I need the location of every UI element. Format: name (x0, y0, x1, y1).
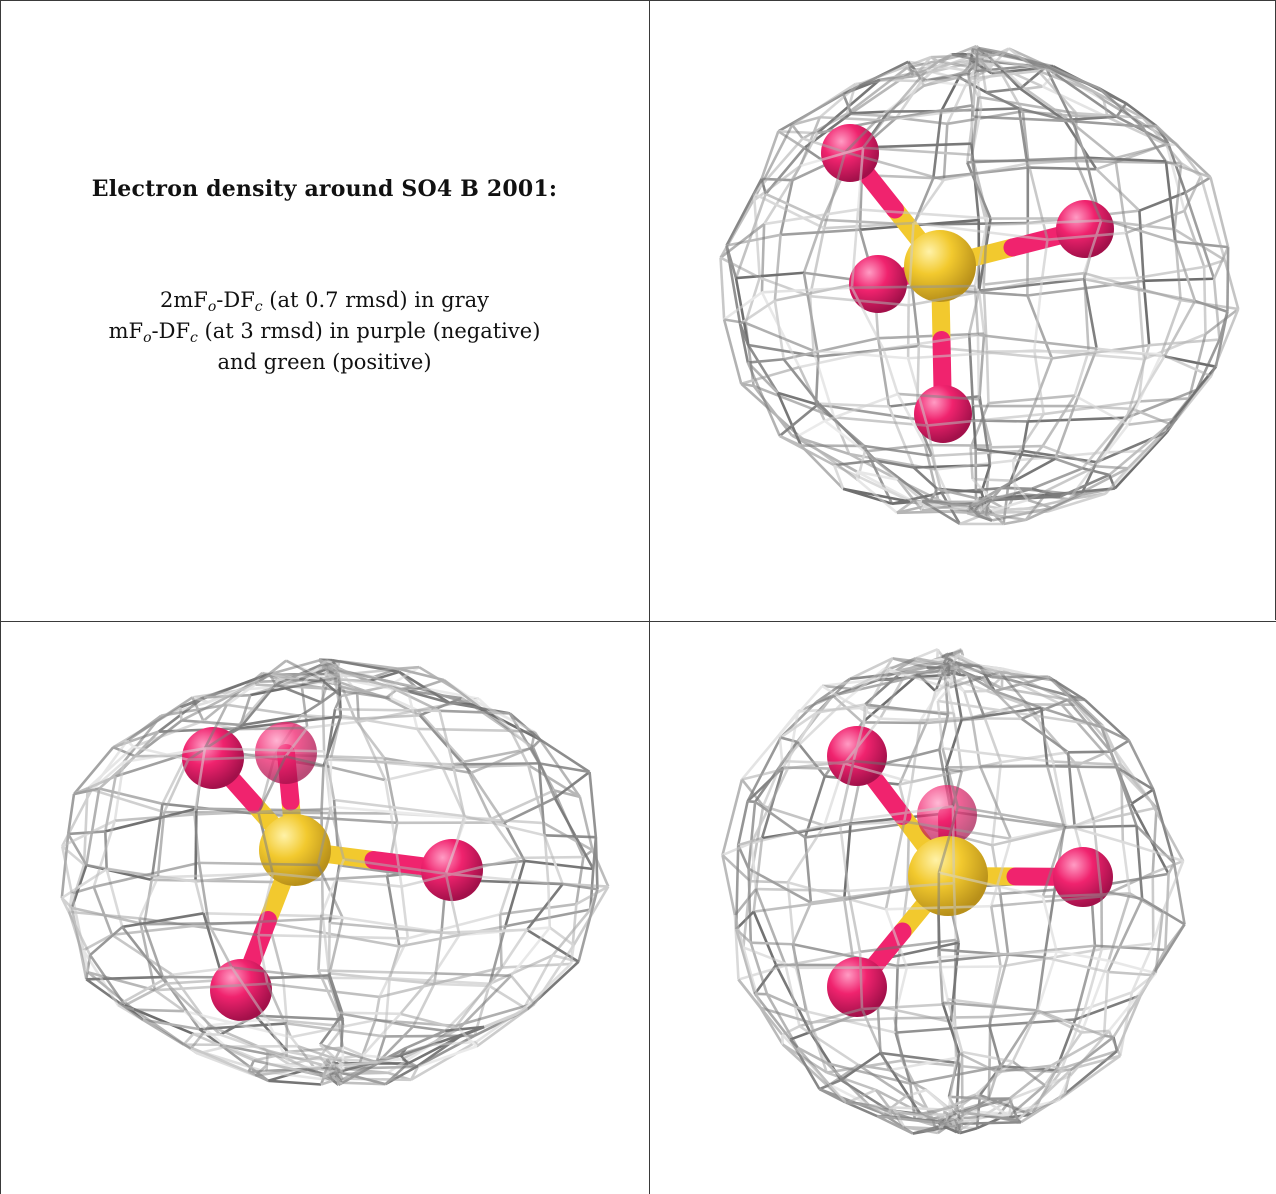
density-mesh-front (719, 44, 1240, 522)
density-panel-bottom-right (650, 622, 1276, 1194)
map-line-colors: and green (positive) (217, 350, 432, 374)
oxygen-atom (255, 722, 317, 784)
density-view-3 (721, 647, 1186, 1135)
oxygen-atom (1056, 200, 1114, 258)
caption-cell: Electron density around SO4 B 2001: 2mFo… (0, 0, 649, 620)
frame-top (0, 0, 1276, 1)
frame-middle-horizontal (0, 621, 1276, 622)
map-line-fo: mFo-DFc (at 3 rmsd) in purple (negative) (108, 319, 541, 346)
figure-title: Electron density around SO4 B 2001: (91, 176, 558, 202)
density-panel-top-right (650, 1, 1275, 621)
density-panel-bottom-left (1, 622, 649, 1194)
map-line-2fo: 2mFo-DFc (at 0.7 rmsd) in gray (159, 288, 490, 315)
sulfur-atom (259, 814, 331, 886)
density-view-1 (719, 44, 1240, 526)
sulfur-atom (904, 230, 976, 302)
map-description: 2mFo-DFc (at 0.7 rmsd) in gray mFo-DFc (… (0, 285, 649, 378)
oxygen-atom (849, 255, 907, 313)
oxygen-atom (917, 785, 977, 845)
frame-middle-vertical (649, 0, 650, 1194)
oxygen-atom (827, 957, 887, 1017)
density-view-2 (60, 658, 610, 1087)
oxygen-atom (421, 839, 483, 901)
sulfate-molecule (182, 722, 483, 1021)
frame-left (0, 0, 1, 1194)
density-mesh-front (721, 647, 1185, 1135)
density-mesh-front (60, 659, 610, 1082)
oxygen-atom (827, 726, 887, 786)
